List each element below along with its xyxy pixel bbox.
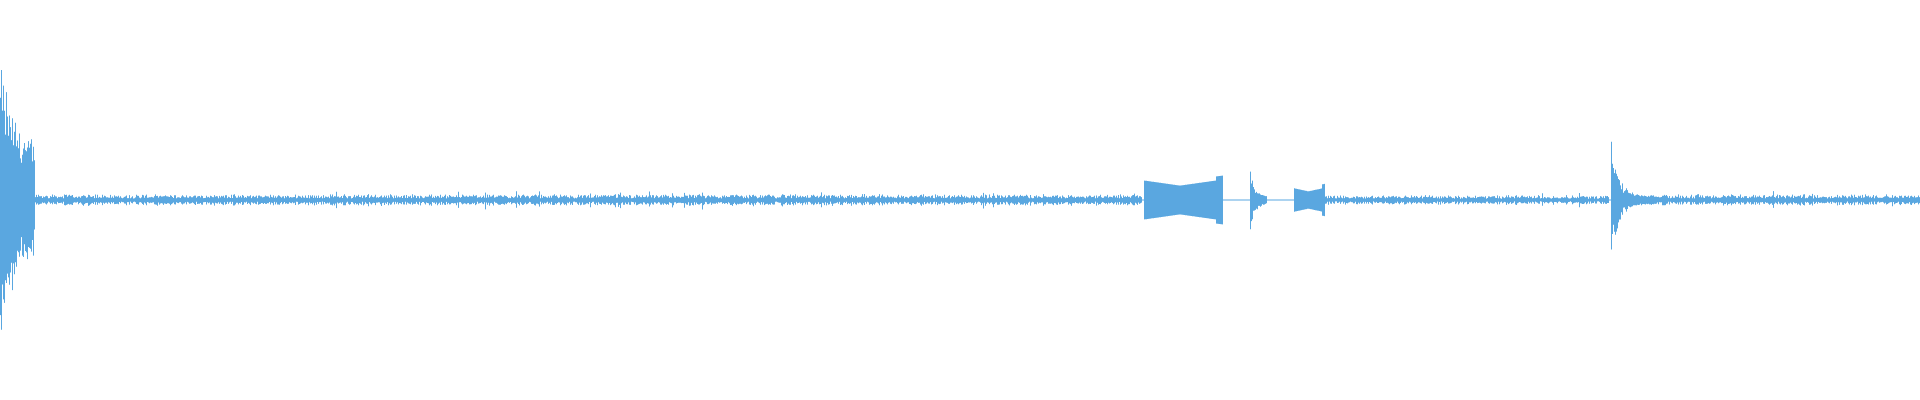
waveform-trace: [0, 70, 1920, 330]
waveform-segment-transient: [1611, 141, 1651, 250]
waveform-segment-initial-burst: [0, 70, 35, 330]
